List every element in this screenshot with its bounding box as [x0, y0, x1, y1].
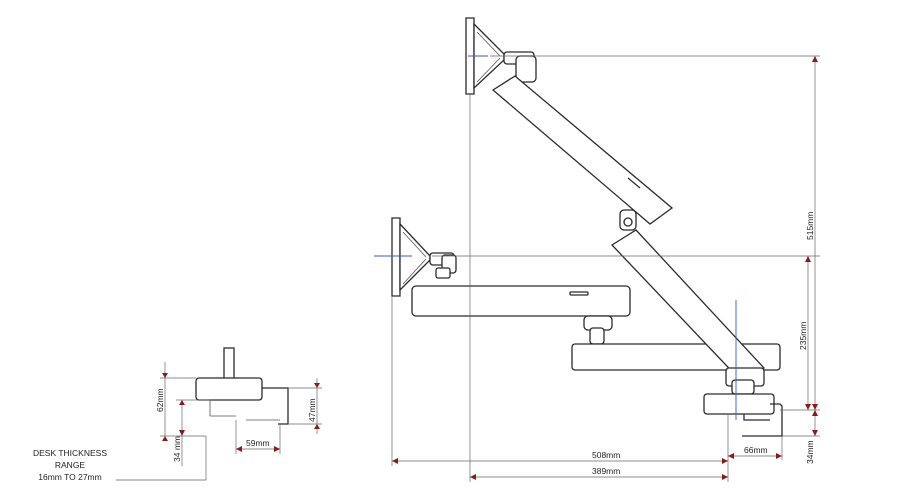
- lower-forearm: [411, 285, 631, 317]
- upper-main-arm: [610, 229, 766, 383]
- dimension-34-left: 34 mm: [172, 399, 210, 466]
- dimension-66: 66mm: [728, 445, 782, 459]
- label-62: 62mm: [155, 388, 165, 412]
- clamp-jaw: [742, 403, 783, 437]
- detail-clamp-base: [195, 377, 263, 401]
- dimension-508: 508mm: [392, 450, 728, 464]
- dimension-235: 235mm: [798, 256, 811, 410]
- upper-arm-assembly: [465, 17, 766, 383]
- label-66: 66mm: [744, 445, 768, 455]
- label-515: 515mm: [805, 212, 815, 240]
- detail-clamp-jaw: [262, 387, 289, 425]
- label-508: 508mm: [592, 450, 620, 460]
- dimension-62: 62mm: [155, 362, 206, 441]
- dimension-515: 515mm: [805, 56, 818, 410]
- label-34-right: 34mm: [805, 440, 815, 464]
- clamp-detail: [195, 347, 289, 425]
- dimension-389: 389mm: [470, 466, 728, 480]
- label-235: 235mm: [798, 322, 808, 350]
- desk-note-line1: DESK THICKNESS: [33, 448, 107, 458]
- desk-note-line3: 16mm TO 27mm: [38, 472, 101, 482]
- label-47: 47mm: [307, 398, 317, 422]
- upper-elbow-joint: [619, 209, 637, 231]
- lower-vesa-plate: [391, 217, 401, 297]
- label-59: 59mm: [246, 438, 270, 448]
- extension-lines: [391, 55, 820, 482]
- label-34-left: 34 mm: [172, 436, 182, 462]
- dimension-59: 59mm: [235, 420, 281, 454]
- upper-forearm: [491, 75, 674, 225]
- desk-thickness-note: DESK THICKNESS RANGE 16mm TO 27mm: [33, 436, 207, 482]
- clamp-base: [703, 393, 775, 415]
- desk-note-line2: RANGE: [55, 460, 86, 470]
- label-389: 389mm: [592, 466, 620, 476]
- dimension-34-right: 34mm: [805, 410, 818, 464]
- right-desk-clamp: [703, 367, 783, 437]
- dimension-47: 47mm: [288, 378, 322, 434]
- centerlines: [374, 55, 737, 420]
